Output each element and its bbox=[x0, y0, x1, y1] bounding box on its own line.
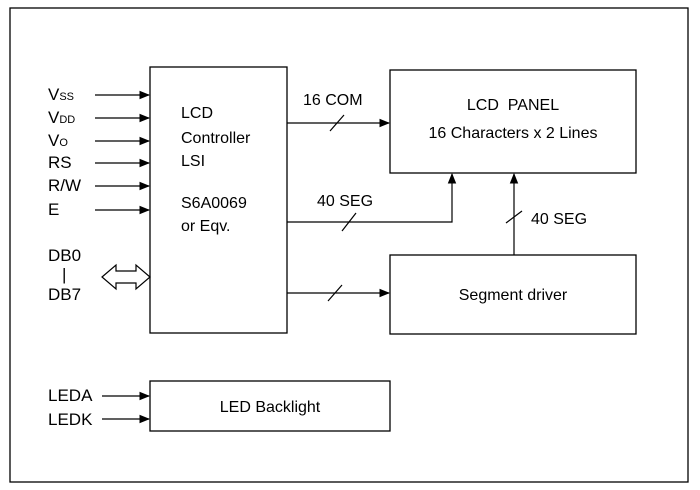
rs-label: RS bbox=[48, 153, 72, 172]
vo-label: VO bbox=[48, 131, 68, 150]
db0-label: DB0 bbox=[48, 246, 81, 265]
controller-line-4: S6A0069 bbox=[181, 195, 247, 212]
db7-label: DB7 bbox=[48, 285, 81, 304]
controller-line-2: Controller bbox=[181, 130, 251, 147]
seg-ctrl-bus-slash bbox=[341, 212, 357, 232]
seg-drv-bus-label: 40 SEG bbox=[531, 211, 587, 228]
seg-drv-bus-slash bbox=[505, 210, 523, 224]
db-separator: | bbox=[62, 265, 66, 284]
controller-line-5: or Eqv. bbox=[181, 218, 231, 235]
data-bus-arrow bbox=[101, 263, 151, 291]
panel-subtitle: 16 Characters x 2 Lines bbox=[429, 125, 598, 142]
vdd-label: VDD bbox=[48, 108, 75, 127]
panel-title: LCD PANEL bbox=[467, 97, 559, 114]
controller-line-3: LSI bbox=[181, 153, 205, 170]
leda-label: LEDA bbox=[48, 386, 93, 405]
ctrl-to-driver-slash bbox=[327, 284, 343, 302]
rw-label: R/W bbox=[48, 176, 81, 195]
controller-line-1: LCD bbox=[181, 105, 213, 122]
lcd-panel-block bbox=[389, 69, 637, 174]
ledk-label: LEDK bbox=[48, 410, 93, 429]
seg-ctrl-bus-label: 40 SEG bbox=[317, 193, 373, 210]
e-label: E bbox=[48, 200, 59, 219]
led-backlight-block bbox=[149, 380, 391, 432]
seg-ctrl-bus-arrow bbox=[287, 172, 457, 223]
segment-driver-label: Segment driver bbox=[459, 287, 568, 304]
com-bus-slash bbox=[329, 114, 345, 132]
com-bus-label: 16 COM bbox=[303, 92, 363, 109]
led-backlight-label: LED Backlight bbox=[220, 399, 321, 416]
vss-label: VSS bbox=[48, 85, 74, 104]
outer-frame bbox=[9, 7, 689, 483]
lcd-controller-block bbox=[149, 66, 288, 334]
